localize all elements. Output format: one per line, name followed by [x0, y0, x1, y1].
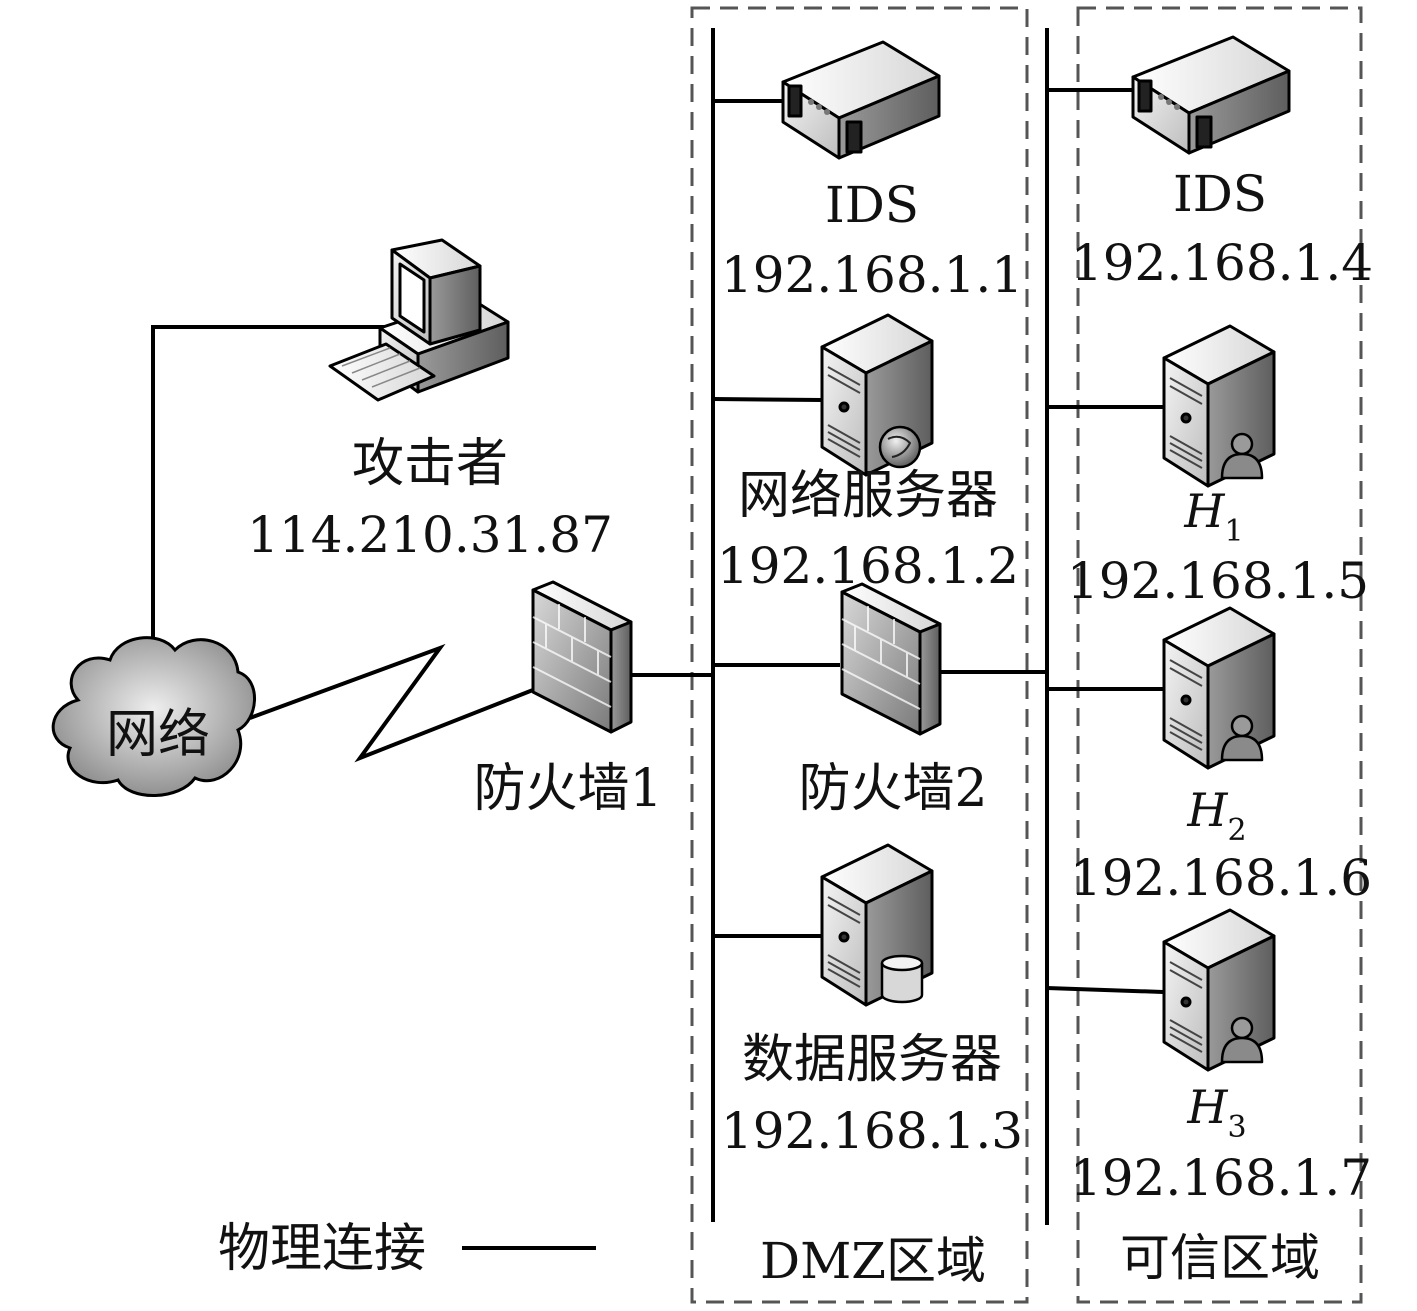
- tower-server-user-icon: [1162, 324, 1276, 488]
- host-h2-ip: 192.168.1.6: [1070, 849, 1372, 907]
- host-h1-ip: 192.168.1.5: [1067, 552, 1369, 610]
- data-server-label: 数据服务器: [742, 1030, 1002, 1090]
- tower-server-user-icon: [1162, 606, 1276, 770]
- firewall1-label: 防火墙1: [473, 759, 662, 819]
- desktop-computer-icon: [328, 238, 510, 402]
- attacker-label: 攻击者: [352, 434, 508, 494]
- dmz-zone-label: DMZ区域: [760, 1232, 986, 1290]
- attacker-link: [151, 325, 388, 668]
- tower-server-user-icon: [1162, 908, 1276, 1072]
- data-server-ip: 192.168.1.3: [721, 1102, 1023, 1160]
- internet-label: 网络: [106, 705, 210, 765]
- legend-label: 物理连接: [218, 1219, 426, 1279]
- wan-link: [249, 643, 539, 763]
- host-h1-name: H1: [1183, 484, 1243, 549]
- web-server-label: 网络服务器: [738, 466, 998, 526]
- dmz-web-link: [712, 397, 823, 402]
- host-h2: [1162, 606, 1276, 770]
- trusted-h3-link: [1046, 986, 1164, 994]
- host-h3-name: H3: [1186, 1080, 1246, 1145]
- cloud-icon: [51, 636, 256, 797]
- dmz-ids-ip: 192.168.1.1: [721, 246, 1023, 304]
- rack-appliance-icon: [781, 40, 941, 160]
- rack-appliance-icon: [1131, 35, 1291, 155]
- firewall2-label: 防火墙2: [798, 759, 987, 819]
- host-h1: [1162, 324, 1276, 488]
- attacker-ip: 114.210.31.87: [247, 506, 613, 564]
- trusted-ids-ip: 192.168.1.4: [1071, 234, 1373, 292]
- host-h2-name: H2: [1186, 783, 1246, 848]
- host-h3-ip: 192.168.1.7: [1070, 1149, 1372, 1207]
- dmz-zone-boundary: [690, 6, 1029, 1304]
- physical-connections: [151, 28, 1164, 1225]
- web-server-ip: 192.168.1.2: [717, 537, 1019, 595]
- trusted-zone-label: 可信区域: [1120, 1229, 1320, 1287]
- trusted-ids-label: IDS: [1173, 165, 1267, 223]
- dmz-ids-label: IDS: [825, 176, 919, 234]
- trusted-zone-boundary: [1076, 6, 1363, 1304]
- brick-firewall-icon: [531, 580, 633, 734]
- tower-server-globe-icon: [820, 313, 934, 477]
- tower-server-database-icon: [820, 843, 934, 1007]
- brick-firewall-icon: [840, 582, 942, 736]
- host-h3: [1162, 908, 1276, 1072]
